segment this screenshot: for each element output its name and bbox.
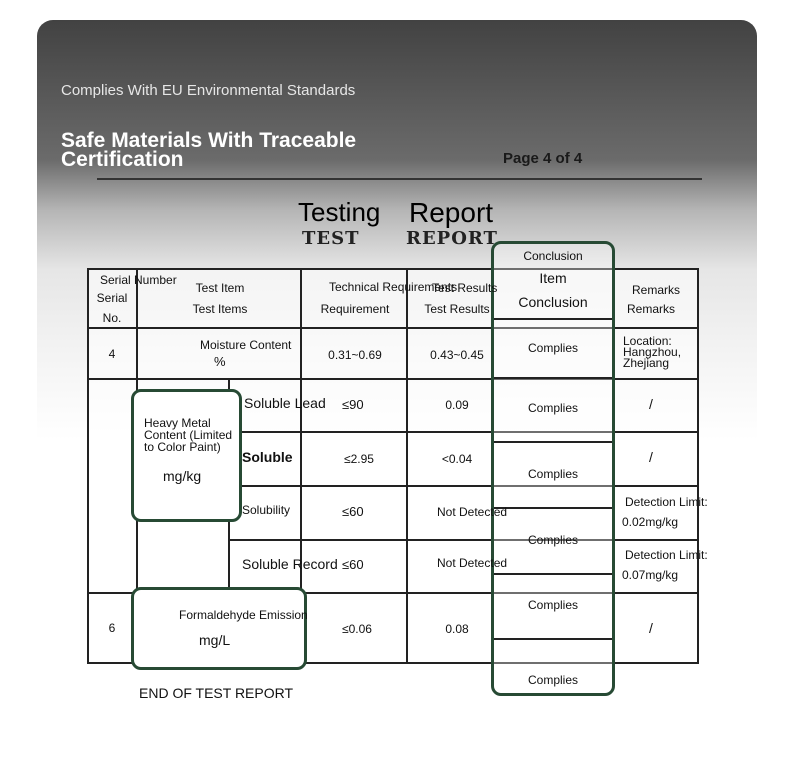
grid-line (87, 378, 699, 380)
header-conclusion-item: Item (539, 270, 567, 286)
grid-line (494, 638, 612, 640)
report-title-report: Report (409, 197, 494, 228)
sub-conclusion: Complies (527, 401, 578, 415)
row-remark-location: Location: Hangzhou, Zhejiang (623, 334, 682, 370)
sub-item-soluble-lead: Soluble Lead (244, 395, 326, 411)
header-divider (97, 178, 702, 180)
traceable-certification-headline: Safe Materials With Traceable Certificat… (61, 129, 357, 171)
row-remark: / (649, 620, 653, 636)
sub-item-soluble: Soluble (242, 449, 293, 465)
row-test-item-formaldehyde: Formaldehyde Emission (179, 608, 308, 622)
sub-remark-limit-value: 0.07mg/kg (622, 568, 679, 582)
sub-result: Not Detected (437, 556, 508, 570)
sub-item-solubility: Solubility (242, 503, 291, 517)
row-serial: 6 (108, 621, 116, 635)
grid-line (494, 377, 612, 379)
grid-line (406, 268, 408, 664)
sub-conclusion: Complies (527, 467, 578, 481)
heavy-metal-label-box (131, 389, 242, 522)
sub-requirement: ≤60 (342, 557, 364, 572)
grid-line (228, 431, 699, 433)
eu-standards-tagline: Complies With EU Environmental Standards (61, 82, 356, 99)
header-conclusion: Conclusion (523, 249, 583, 263)
header-remarks: Remarks (631, 283, 680, 297)
header-test-item: Test Item (195, 281, 245, 295)
sub-requirement: ≤90 (342, 397, 364, 412)
report-title-testing: Testing (298, 197, 381, 227)
row-test-item: Moisture Content (200, 338, 292, 352)
row-conclusion: Complies (527, 673, 578, 687)
header-requirement: Requirement (320, 302, 390, 316)
header-serial: Serial (96, 291, 128, 305)
header-serial-no: No. (102, 311, 122, 325)
heavy-metal-label: Heavy Metal Content (Limited to Color Pa… (144, 416, 233, 454)
sub-item-soluble-record: Soluble Record (242, 556, 338, 572)
grid-line (494, 573, 612, 575)
grid-line (300, 268, 302, 378)
grid-line (494, 441, 612, 443)
grid-line (494, 318, 612, 320)
header-remarks-sub: Remarks (626, 302, 675, 316)
sub-remark-detection-limit: Detection Limit: (625, 495, 708, 509)
grid-line (87, 327, 699, 329)
sub-requirement: ≤60 (342, 504, 364, 519)
row-result: 0.43~0.45 (430, 348, 484, 362)
sub-remark: / (649, 449, 653, 465)
header-technical-requirements: Technical Requirements (329, 280, 458, 294)
report-title-report-en: REPORT (406, 228, 498, 249)
grid-line (494, 507, 612, 509)
formaldehyde-label-box (131, 587, 307, 670)
grid-line (87, 592, 699, 594)
sub-result: <0.04 (441, 452, 473, 466)
row-unit: mg/L (199, 632, 231, 648)
grid-line (300, 378, 302, 664)
header-test-results: Test Results (432, 281, 498, 295)
grid-line (228, 539, 699, 541)
row-result: 0.08 (445, 622, 469, 636)
heavy-metal-unit: mg/kg (163, 468, 202, 484)
header-test-items: Test Items (192, 302, 248, 316)
sub-remark-limit-value: 0.02mg/kg (622, 515, 679, 529)
sub-requirement: ≤2.95 (344, 452, 374, 466)
sub-conclusion: Complies (527, 533, 578, 547)
grid-line (228, 485, 699, 487)
header-serial-number: Serial Number (100, 273, 177, 287)
sub-result: Not Detected (437, 505, 508, 519)
sub-remark-detection-limit: Detection Limit: (625, 548, 708, 562)
sub-remark: / (649, 396, 653, 412)
end-of-report-note: END OF TEST REPORT (139, 685, 294, 701)
row-requirement: 0.31~0.69 (328, 348, 382, 362)
row-serial: 4 (108, 347, 116, 361)
sub-result: 0.09 (445, 398, 469, 412)
report-title-testing-en: TEST (302, 228, 360, 249)
row-requirement: ≤0.06 (342, 622, 372, 636)
sub-conclusion: Complies (527, 598, 578, 612)
row-unit: % (214, 354, 226, 369)
conclusion-column-highlight (491, 241, 615, 696)
header-conclusion-sub: Conclusion (518, 294, 588, 310)
row-conclusion: Complies (527, 341, 578, 355)
header-test-results-sub: Test Results (424, 302, 490, 316)
page-indicator: Page 4 of 4 (503, 150, 583, 167)
